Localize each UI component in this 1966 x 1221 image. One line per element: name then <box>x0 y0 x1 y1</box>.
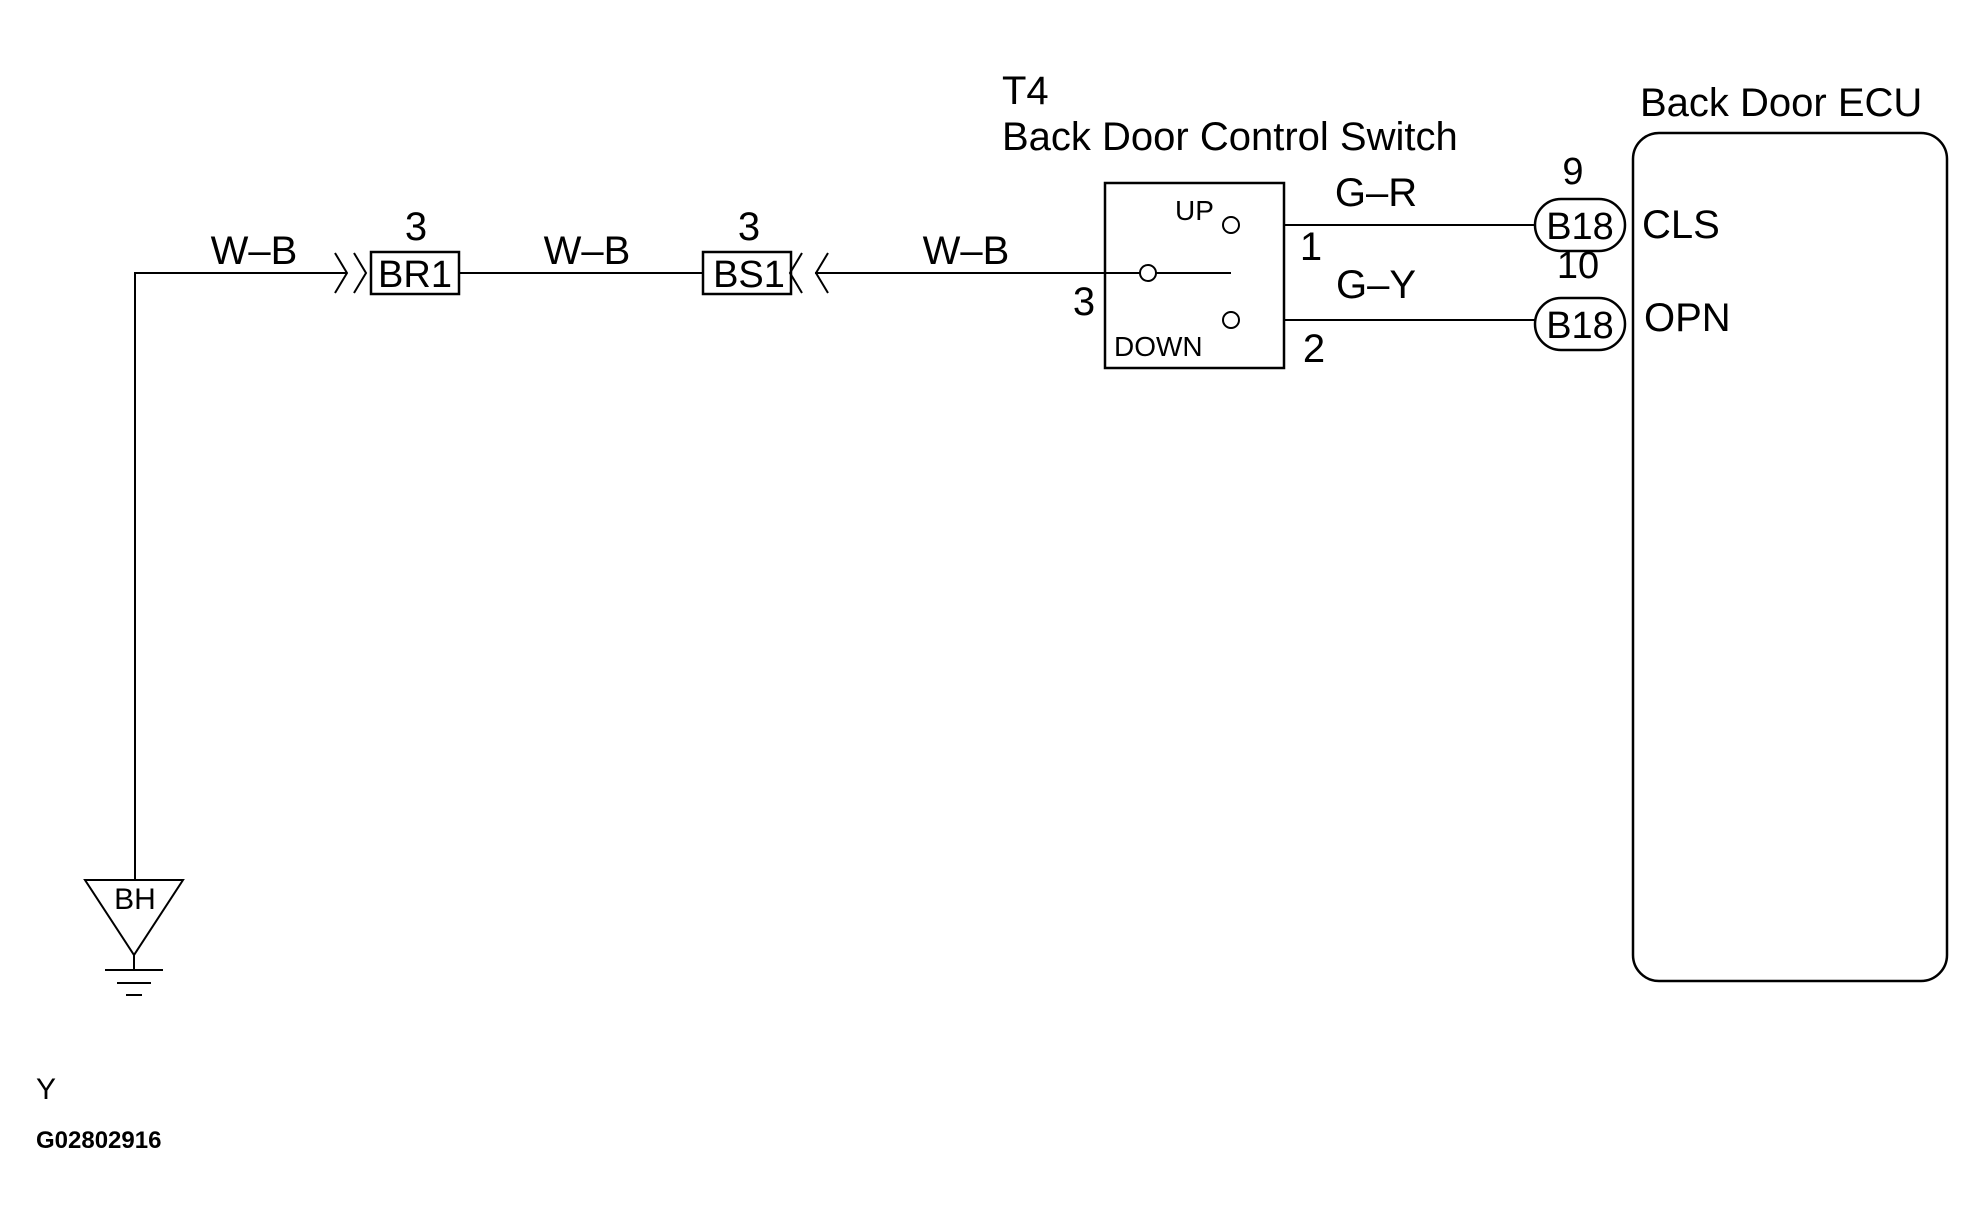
switch-up-label: UP <box>1175 195 1214 226</box>
switch-down-label: DOWN <box>1114 331 1203 362</box>
switch-terminal-up: 1 <box>1300 225 1322 269</box>
wire-mid: W–B <box>460 229 703 274</box>
wire-up-color: G–R <box>1335 171 1417 215</box>
ecu-pin-cls-name: CLS <box>1642 203 1720 247</box>
ecu-title: Back Door ECU <box>1640 81 1922 125</box>
ground-label: BH <box>114 883 156 916</box>
connector-br1-pin: 3 <box>405 205 427 249</box>
back-door-control-switch: T4 Back Door Control Switch UP DOWN 1 3 … <box>1002 69 1458 371</box>
ground-triangle <box>83 879 185 957</box>
ecu-pin-cls: 9 B18 CLS <box>1533 151 1720 253</box>
ecu-pin-opn-name: OPN <box>1644 296 1731 340</box>
connector-bs1-chevron-2 <box>814 252 829 294</box>
connector-br1: 3 BR1 <box>334 205 461 296</box>
switch-name: Back Door Control Switch <box>1002 115 1458 159</box>
connector-bs1-box <box>701 250 793 296</box>
wire-ground-color: W–B <box>211 229 298 273</box>
back-door-ecu: Back Door ECU 9 B18 CLS 10 B18 OPN <box>1533 81 1949 983</box>
wire-ground: W–B <box>134 229 347 880</box>
wire-down-color: G–Y <box>1336 263 1416 307</box>
ecu-pin-cls-number: 9 <box>1562 151 1583 193</box>
switch-down-contact <box>1222 311 1240 329</box>
connector-b18-opn <box>1533 296 1627 352</box>
connector-bs1-label: BS1 <box>713 254 785 296</box>
connector-b18-opn-label: B18 <box>1546 305 1614 347</box>
connector-bs1-pin: 3 <box>738 205 760 249</box>
connector-br1-label: BR1 <box>378 254 452 296</box>
ecu-pin-opn: 10 B18 OPN <box>1533 245 1731 352</box>
footer-mark: Y <box>36 1073 56 1106</box>
wire-ground-line <box>134 272 347 880</box>
switch-terminal-down: 2 <box>1303 327 1325 371</box>
figure-reference-code: G02802916 <box>36 1127 161 1154</box>
wire-common: W–B <box>815 229 1140 274</box>
connector-br1-box <box>369 250 461 296</box>
ground-point-bh: BH <box>83 879 185 996</box>
wire-mid-color: W–B <box>544 229 631 273</box>
connector-bs1-chevron-1 <box>788 252 803 294</box>
switch-terminal-common: 3 <box>1073 280 1095 324</box>
connector-bs1: 3 BS1 <box>701 205 829 296</box>
switch-code: T4 <box>1002 69 1049 113</box>
connector-b18-cls-label: B18 <box>1546 206 1614 248</box>
connector-br1-chevron-2 <box>353 252 368 294</box>
switch-body <box>1103 181 1286 370</box>
switch-up-contact <box>1222 216 1240 234</box>
ecu-body <box>1631 131 1949 983</box>
wire-common-color: W–B <box>923 229 1010 273</box>
ecu-pin-opn-number: 10 <box>1557 245 1599 287</box>
